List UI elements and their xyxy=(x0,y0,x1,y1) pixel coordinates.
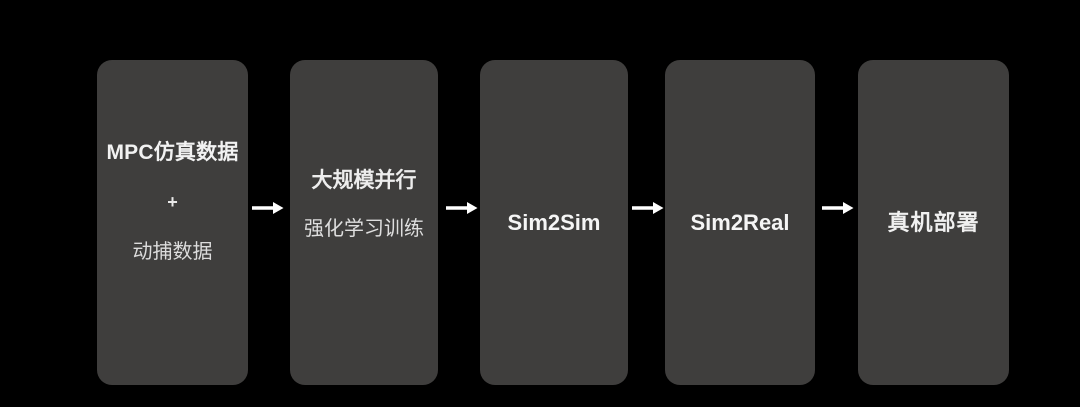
stage-card-sim2real[interactable]: Sim2Real xyxy=(665,60,815,385)
arrow-right-icon xyxy=(252,200,284,216)
stage-card-body: Sim2Sim xyxy=(480,60,628,385)
stage-2-line-1: 大规模并行 xyxy=(311,169,417,192)
stage-5-label: 真机部署 xyxy=(887,209,980,235)
stage-card-body: 真机部署 xyxy=(858,60,1009,385)
stage-1-line-3: 动捕数据 xyxy=(132,241,213,263)
stage-card-body: Sim2Real xyxy=(665,60,815,385)
stage-card-body: MPC仿真数据 + 动捕数据 xyxy=(97,60,248,385)
stage-3-label: Sim2Sim xyxy=(507,209,601,235)
stage-2-line-2: 强化学习训练 xyxy=(304,218,424,240)
stage-card-large-scale-parallel-rl-training[interactable]: 大规模并行 强化学习训练 xyxy=(290,60,438,385)
stage-4-label: Sim2Real xyxy=(690,209,790,235)
arrow-right-icon xyxy=(822,200,854,216)
arrow-right-icon xyxy=(446,200,478,216)
stage-card-body: 大规模并行 强化学习训练 xyxy=(290,60,438,385)
stage-1-line-1: MPC仿真数据 xyxy=(106,141,239,164)
stage-card-sim2sim[interactable]: Sim2Sim xyxy=(480,60,628,385)
arrow-right-icon xyxy=(632,200,664,216)
stage-card-mpc-simulation-data[interactable]: MPC仿真数据 + 动捕数据 xyxy=(97,60,248,385)
stage-1-plus-sign: + xyxy=(167,192,178,212)
stage-card-real-robot-deployment[interactable]: 真机部署 xyxy=(858,60,1009,385)
